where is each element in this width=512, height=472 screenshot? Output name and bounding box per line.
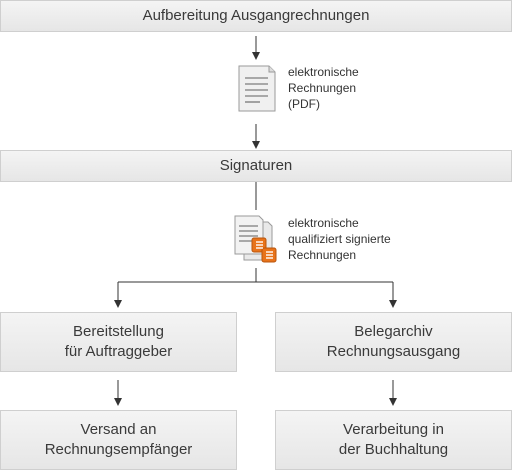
step-provision: Bereitstellung für Auftraggeber (0, 312, 237, 372)
step-processing: Verarbeitung in der Buchhaltung (275, 410, 512, 470)
step-processing-label: Verarbeitung in der Buchhaltung (338, 421, 449, 458)
step-prep-label: Aufbereitung Ausgangrechnungen (142, 7, 370, 24)
step-dispatch-label: Versand an Rechnungsempfänger (44, 421, 193, 458)
signed-invoices-caption: elektronische qualifiziert signierte Rec… (288, 216, 391, 262)
pdf-invoices-caption: elektronische Rechnungen (PDF) (288, 65, 359, 111)
step-archive-label: Belegarchiv Rechnungsausgang (326, 323, 461, 360)
step-signatures: Signaturen (0, 150, 512, 182)
step-prep: Aufbereitung Ausgangrechnungen (0, 0, 512, 32)
signed-documents-icon (234, 215, 277, 263)
document-icon (238, 65, 276, 112)
step-archive: Belegarchiv Rechnungsausgang (275, 312, 512, 372)
step-provision-label: Bereitstellung für Auftraggeber (64, 323, 173, 360)
step-dispatch: Versand an Rechnungsempfänger (0, 410, 237, 470)
step-signatures-label: Signaturen (219, 157, 293, 174)
